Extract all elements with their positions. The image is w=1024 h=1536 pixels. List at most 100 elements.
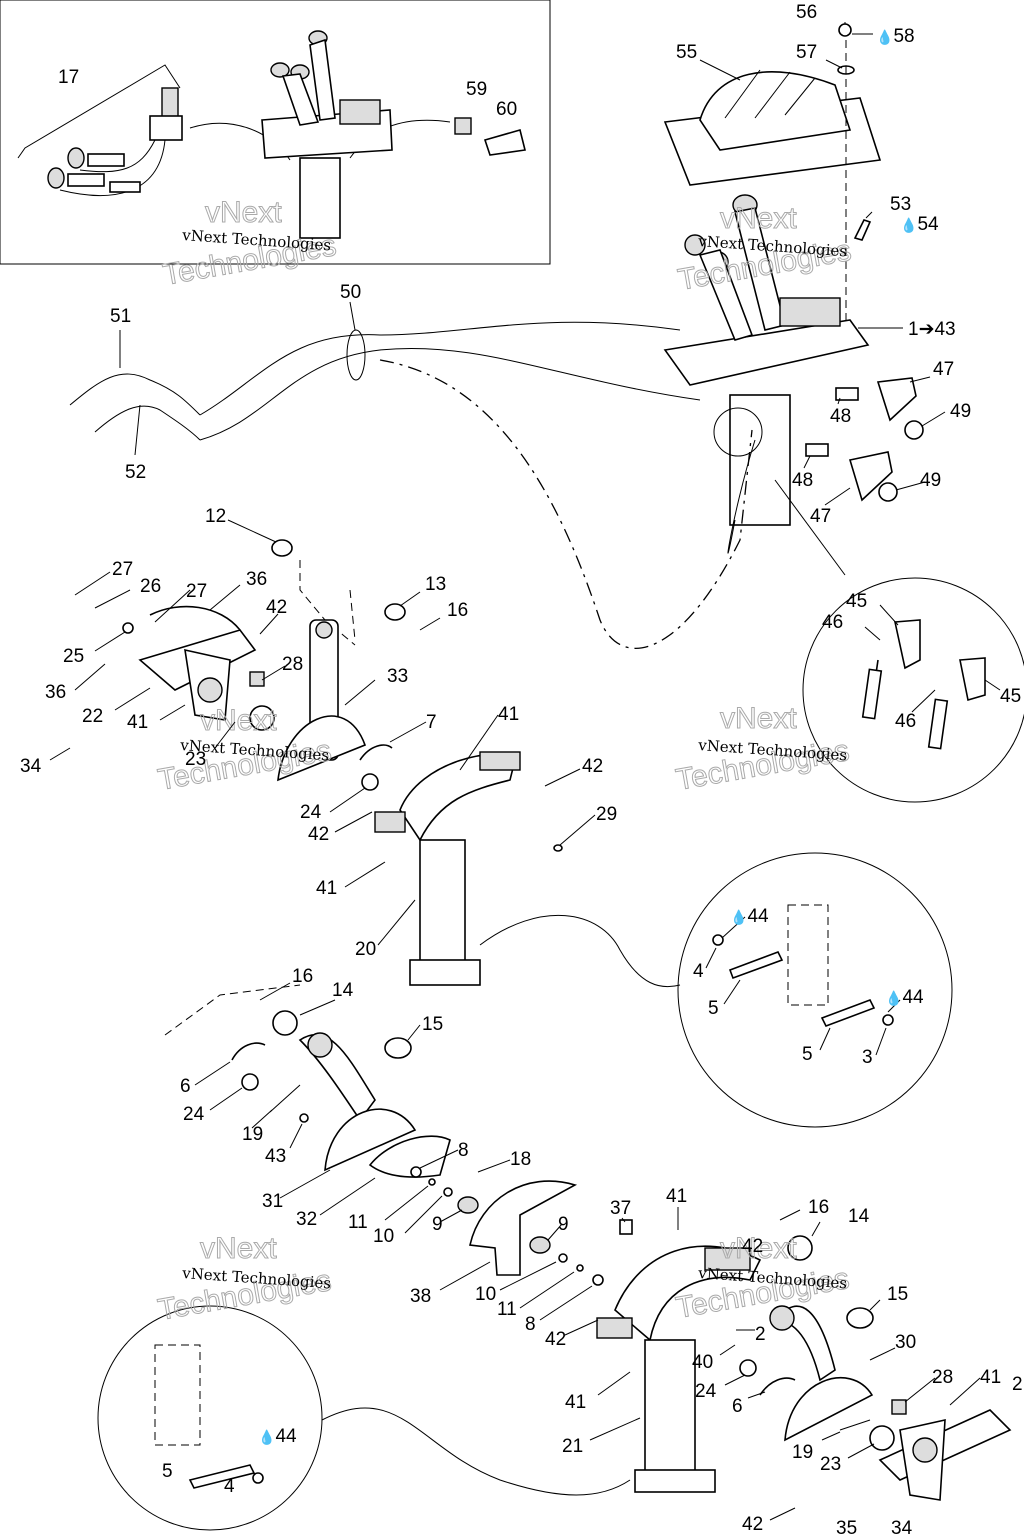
cam-38: [469, 1180, 578, 1276]
svg-text:vNext: vNext: [720, 202, 797, 235]
screw-56: [838, 23, 852, 37]
spring-9a: [457, 1196, 479, 1214]
callout-5b: 5: [802, 1044, 813, 1065]
callout-7: 7: [426, 712, 437, 733]
callout-28b: 28: [932, 1367, 953, 1388]
callout-55: 55: [676, 42, 697, 63]
callout-14b: 14: [848, 1206, 870, 1227]
nut-49a: [904, 420, 924, 440]
inset-frame: [0, 0, 551, 265]
callout-23b: 23: [820, 1454, 841, 1475]
detail-circle-45-46: [802, 577, 1024, 803]
callout-21: 21: [562, 1436, 583, 1457]
pin-37: [619, 1219, 633, 1235]
part-28b: [891, 1399, 907, 1415]
bracket-47a: [876, 377, 917, 422]
cable-51: [199, 321, 681, 416]
housing-22: [138, 629, 257, 721]
callout-47b: 47: [810, 506, 831, 527]
callout-44b: 💧44: [885, 987, 924, 1008]
bracket-45b: [959, 657, 986, 702]
callout-36b: 36: [45, 682, 66, 703]
callout-18: 18: [510, 1149, 531, 1170]
callout-8a: 8: [458, 1140, 469, 1161]
callout-6a: 6: [180, 1076, 191, 1097]
callout-27a: 27: [112, 559, 133, 580]
bracket-20: [374, 751, 521, 986]
callout-31: 31: [262, 1191, 283, 1212]
callout-32: 32: [296, 1209, 317, 1230]
svg-text:vNext: vNext: [720, 702, 797, 735]
callout-33: 33: [387, 666, 408, 687]
ball-11b: [576, 1264, 584, 1272]
leader-lines: [49, 22, 1001, 1521]
bolt-48a: [835, 387, 859, 401]
callout-42d: 42: [742, 1236, 763, 1257]
callout-24a: 24: [300, 802, 322, 823]
callout-51: 51: [110, 306, 131, 327]
callout-16b: 16: [292, 966, 313, 987]
callout-17: 17: [58, 67, 79, 88]
bushing-24a: [361, 773, 379, 791]
callout-8b: 8: [525, 1314, 536, 1335]
nut-8a: [410, 1166, 422, 1178]
callout-10a: 10: [373, 1226, 394, 1247]
bushing-23b: [869, 1425, 895, 1451]
clip-6a: [231, 1042, 266, 1061]
callout-4b: 4: [224, 1476, 235, 1497]
callout-20: 20: [355, 939, 376, 960]
screw-53: [853, 219, 872, 241]
callout-9b: 9: [558, 1214, 569, 1235]
callout-42c: 42: [308, 824, 329, 845]
callout-38: 38: [410, 1286, 431, 1307]
bracket-47b: [848, 451, 893, 502]
cap-15a: [384, 1037, 412, 1059]
callout-19a: 19: [242, 1124, 263, 1145]
callout-19b: 19: [792, 1442, 813, 1463]
callout-5c: 5: [162, 1461, 173, 1482]
callout-42b: 42: [582, 756, 603, 777]
plate-5a: [728, 950, 784, 980]
callout-14a: 14: [332, 980, 354, 1001]
callout-23a: 23: [185, 749, 206, 770]
callout-24b: 24: [183, 1104, 205, 1125]
plate-5c: [188, 1464, 256, 1489]
callout-37: 37: [610, 1198, 631, 1219]
callout-42e: 42: [545, 1329, 566, 1350]
callout-59: 59: [466, 79, 487, 100]
callout-41e: 41: [565, 1392, 586, 1413]
callout-45b: 45: [1000, 686, 1021, 707]
detail-source-circle: [713, 407, 763, 457]
callout-25: 25: [63, 646, 84, 667]
ghost-bracket-b: [154, 1344, 201, 1446]
svg-text:vNext: vNext: [205, 196, 282, 229]
watermark-mid-left: vNext Technologies vNext Technologies: [155, 704, 334, 798]
callout-3: 3: [862, 1047, 873, 1068]
plate-5b: [820, 998, 876, 1028]
cover-55: [663, 69, 882, 186]
callout-28a: 28: [282, 654, 303, 675]
callout-43: 43: [265, 1146, 286, 1167]
lever-31: [298, 1032, 417, 1172]
part-59: [454, 117, 472, 135]
callout-49a: 49: [950, 401, 971, 422]
callout-labels: 17 59 60 56 💧58 55 57 53 💧54 1➔43 50 51 …: [20, 2, 1023, 1536]
pin-29: [553, 844, 563, 852]
housing-22b: [878, 1409, 1012, 1501]
bracket-45a: [894, 619, 921, 670]
callout-41f: 41: [980, 1367, 1001, 1388]
callout-11b: 11: [497, 1299, 517, 1320]
part-28a: [249, 671, 265, 687]
watermark-bottom-left: vNext Technologies vNext Technologies: [155, 1232, 334, 1328]
callout-47a: 47: [933, 359, 954, 380]
spring-9b: [529, 1236, 551, 1254]
callout-15a: 15: [422, 1014, 443, 1035]
cap-15b: [846, 1307, 874, 1329]
bushing-24c: [739, 1359, 757, 1377]
bracket-17: [17, 64, 181, 159]
screw-4a: [712, 934, 724, 946]
screw-4b: [252, 1472, 264, 1484]
callout-60: 60: [496, 99, 517, 120]
callout-1-43: 1➔43: [908, 319, 956, 340]
